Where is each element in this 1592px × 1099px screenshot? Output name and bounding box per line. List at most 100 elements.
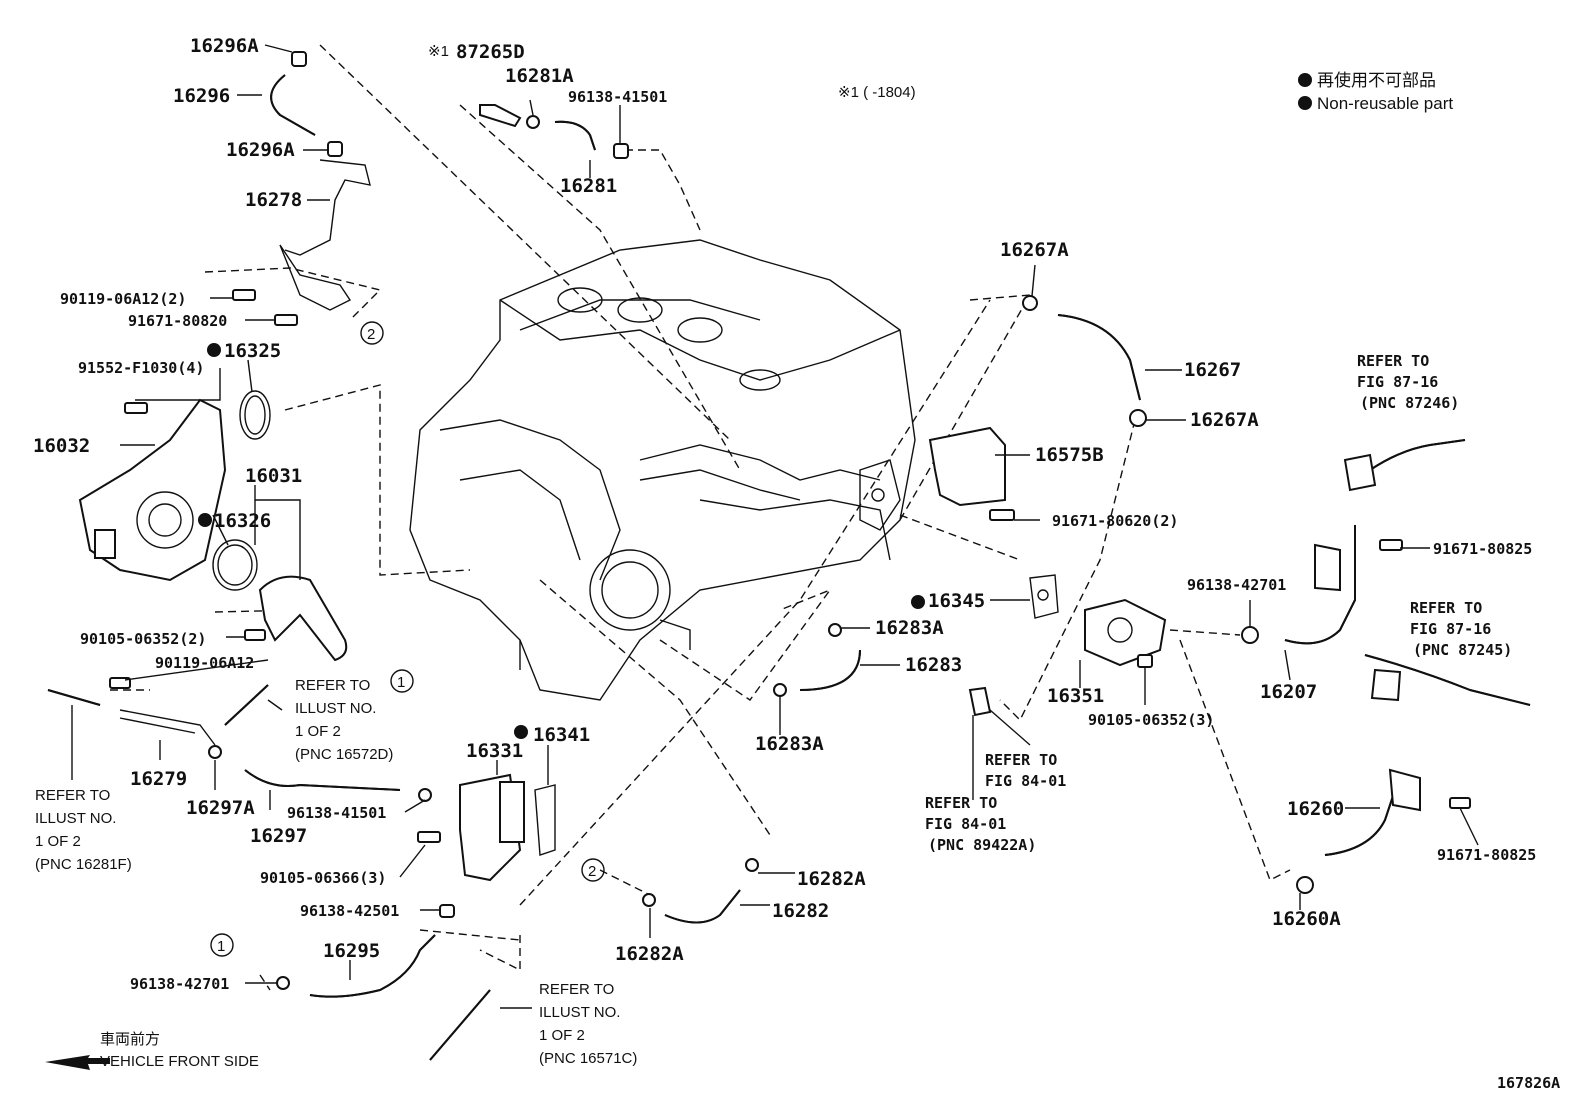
label-16325: 16325	[224, 340, 281, 362]
label-16345: 16345	[928, 590, 985, 612]
label-91671-80820: 91671-80820	[128, 312, 227, 330]
svg-text:ILLUST NO.: ILLUST NO.	[539, 1004, 620, 1021]
label-16297: 16297	[250, 825, 307, 847]
label-16031: 16031	[245, 465, 302, 487]
label-91671-80825-top: 91671-80825	[1433, 540, 1532, 558]
label-96138-42501: 96138-42501	[300, 902, 399, 920]
svg-text:FIG 87-16: FIG 87-16	[1410, 620, 1491, 638]
label-90105-06366-3: 90105-06366(3)	[260, 869, 386, 887]
svg-text:REFER TO: REFER TO	[925, 794, 997, 812]
label-16296A-mid: 16296A	[226, 139, 295, 161]
legend-en: Non-reusable part	[1317, 94, 1453, 113]
label-16326: 16326	[214, 510, 271, 532]
part-sketches	[45, 51, 1531, 1070]
svg-text:(PNC 87245): (PNC 87245)	[1413, 641, 1512, 659]
callout-circles: 2 1 2 1	[210, 321, 605, 957]
svg-text:REFER TO: REFER TO	[985, 751, 1057, 769]
svg-text:(PNC 16281F): (PNC 16281F)	[35, 856, 132, 873]
callout-2-a-text: 2	[367, 326, 375, 343]
svg-text:REFER TO: REFER TO	[1357, 352, 1429, 370]
label-16282: 16282	[772, 900, 829, 922]
label-16281: 16281	[560, 175, 617, 197]
label-90119-06A12: 90119-06A12	[155, 654, 254, 672]
refer-87245: REFER TO FIG 87-16 (PNC 87245)	[1410, 599, 1512, 659]
refer-16572D: REFER TO ILLUST NO. 1 OF 2 (PNC 16572D)	[295, 677, 393, 763]
label-16351: 16351	[1047, 685, 1104, 707]
label-16267A-low: 16267A	[1190, 409, 1259, 431]
callout-2-b-text: 2	[588, 863, 596, 880]
label-90105-06352-2: 90105-06352(2)	[80, 630, 206, 648]
label-16295: 16295	[323, 940, 380, 962]
refer-16281F: REFER TO ILLUST NO. 1 OF 2 (PNC 16281F)	[35, 787, 132, 873]
label-16278: 16278	[245, 189, 302, 211]
svg-text:ILLUST NO.: ILLUST NO.	[295, 700, 376, 717]
label-90119-06A12-2: 90119-06A12(2)	[60, 290, 186, 308]
label-91671-80825-low: 91671-80825	[1437, 846, 1536, 864]
refer-87246: REFER TO FIG 87-16 (PNC 87246)	[1357, 352, 1459, 412]
label-16032: 16032	[33, 435, 90, 457]
callout-1-b	[210, 933, 234, 957]
refer-84-01-b: REFER TO FIG 84-01 (PNC 89422A)	[925, 794, 1036, 854]
label-96138-42701-low: 96138-42701	[130, 975, 229, 993]
label-16296A-top: 16296A	[190, 35, 259, 57]
svg-text:(PNC 87246): (PNC 87246)	[1360, 394, 1459, 412]
diagram-id: 167826A	[1497, 1074, 1560, 1092]
svg-text:(PNC 16571C): (PNC 16571C)	[539, 1050, 637, 1067]
svg-text:(PNC 89422A): (PNC 89422A)	[928, 836, 1036, 854]
label-96138-42701-right: 96138-42701	[1187, 576, 1286, 594]
footnote-1: ※1 ( -1804)	[838, 84, 916, 101]
label-16296: 16296	[173, 85, 230, 107]
label-16297A: 16297A	[186, 797, 255, 819]
label-90105-06352-3: 90105-06352(3)	[1088, 711, 1214, 729]
svg-text:1 OF 2: 1 OF 2	[295, 723, 341, 740]
legend-jp: 再使用不可部品	[1317, 70, 1436, 90]
label-87265D-mark: ※1	[428, 43, 449, 60]
label-16207: 16207	[1260, 681, 1317, 703]
label-16279: 16279	[130, 768, 187, 790]
label-16282A-top: 16282A	[797, 868, 866, 890]
callout-2-b	[581, 858, 605, 882]
leader-lines	[71, 44, 1479, 1009]
label-16267: 16267	[1184, 359, 1241, 381]
label-87265D: 87265D	[456, 41, 525, 63]
non-reusable-bullets	[198, 73, 1312, 739]
direction-jp: 車両前方	[100, 1031, 160, 1048]
refer-blocks: REFER TO ILLUST NO. 1 OF 2 (PNC 16572D) …	[35, 352, 1512, 1067]
label-16267A-top: 16267A	[1000, 239, 1069, 261]
label-96138-41501-top: 96138-41501	[568, 88, 667, 106]
svg-text:REFER TO: REFER TO	[539, 981, 614, 998]
callout-1-b-text: 1	[217, 938, 225, 955]
label-16283: 16283	[905, 654, 962, 676]
callout-1-a	[390, 669, 414, 693]
label-16281A: 16281A	[505, 65, 574, 87]
svg-text:FIG 84-01: FIG 84-01	[985, 772, 1066, 790]
label-16282A-low: 16282A	[615, 943, 684, 965]
svg-text:(PNC 16572D): (PNC 16572D)	[295, 746, 393, 763]
refer-84-01-a: REFER TO FIG 84-01	[985, 751, 1066, 790]
label-16260: 16260	[1287, 798, 1344, 820]
part-labels: 16296A 16296 16296A 16278 90119-06A12(2)…	[33, 35, 1536, 993]
label-16341: 16341	[533, 724, 590, 746]
callout-2-a	[360, 321, 384, 345]
svg-text:FIG 87-16: FIG 87-16	[1357, 373, 1438, 391]
label-91552: 91552-F1030(4)	[78, 359, 204, 377]
svg-text:1 OF 2: 1 OF 2	[35, 833, 81, 850]
svg-text:1 OF 2: 1 OF 2	[539, 1027, 585, 1044]
label-16575B: 16575B	[1035, 444, 1104, 466]
svg-text:REFER TO: REFER TO	[1410, 599, 1482, 617]
label-16283A-top: 16283A	[875, 617, 944, 639]
label-16260A: 16260A	[1272, 908, 1341, 930]
direction-en: VEHICLE FRONT SIDE	[100, 1053, 259, 1070]
label-16331: 16331	[466, 740, 523, 762]
svg-text:REFER TO: REFER TO	[35, 787, 110, 804]
svg-text:FIG 84-01: FIG 84-01	[925, 815, 1006, 833]
svg-text:ILLUST NO.: ILLUST NO.	[35, 810, 116, 827]
label-91671-80620-2: 91671-80620(2)	[1052, 512, 1178, 530]
refer-16571C: REFER TO ILLUST NO. 1 OF 2 (PNC 16571C)	[539, 981, 637, 1067]
label-16283A-low: 16283A	[755, 733, 824, 755]
svg-text:REFER TO: REFER TO	[295, 677, 370, 694]
callout-1-a-text: 1	[397, 674, 405, 691]
label-96138-41501-low: 96138-41501	[287, 804, 386, 822]
